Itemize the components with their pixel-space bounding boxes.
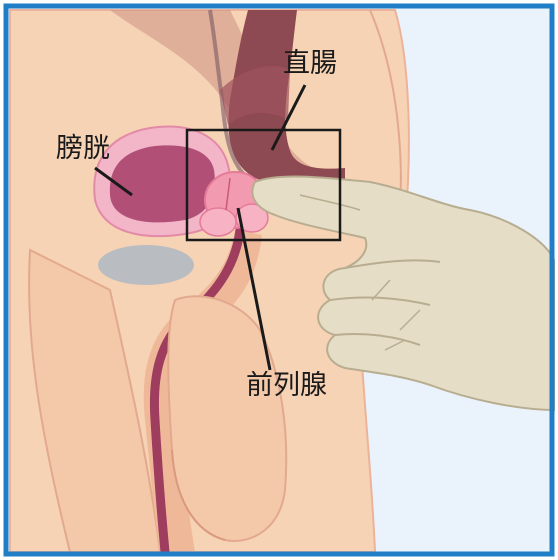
bladder-label: 膀胱 [56, 135, 110, 162]
bladder-shape [110, 145, 215, 222]
pubic-bone [98, 245, 194, 285]
prostate-lobe-left [200, 208, 236, 236]
rectum-label: 直腸 [283, 50, 337, 77]
prostate-label: 前列腺 [246, 372, 327, 399]
